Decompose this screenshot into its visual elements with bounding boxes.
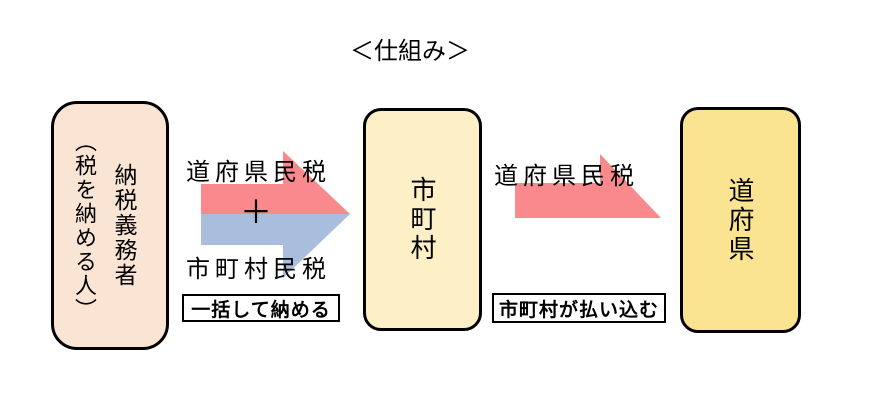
prefecture-box: 道府県 (680, 107, 801, 333)
flow1-prefectural-tax-label: 道府県民税 (186, 159, 331, 186)
prefectural-tax-forward-arrow (515, 154, 661, 218)
flow2-prefectural-tax-label: 道府県民税 (494, 163, 639, 190)
taxpayer-box: 納税義務者 （税を納める人） (51, 101, 169, 350)
municipality-box: 市町村 (363, 108, 482, 331)
prefecture-label: 道府県 (725, 176, 755, 264)
taxpayer-box-text: 納税義務者 （税を納める人） (64, 130, 144, 322)
prefectural-tax-arrow (515, 154, 661, 218)
municipality-label: 市町村 (407, 176, 437, 263)
flow2-note-municipality-pays-in: 市町村が払い込む (492, 293, 666, 323)
taxpayer-sublabel: （税を納める人） (72, 129, 97, 322)
flow1-note-pay-lump-sum: 一括して納める (182, 294, 340, 322)
diagram-title: ＜仕組み＞ (350, 38, 470, 65)
municipal-tax-arrow-half (201, 214, 350, 278)
taxpayer-label: 納税義務者 (111, 163, 137, 288)
prefectural-tax-arrow-half (201, 151, 350, 214)
combined-tax-arrow (201, 151, 350, 278)
flow1-municipal-tax-label: 市町村民税 (186, 256, 331, 283)
plus-sign: ＋ (240, 194, 273, 230)
